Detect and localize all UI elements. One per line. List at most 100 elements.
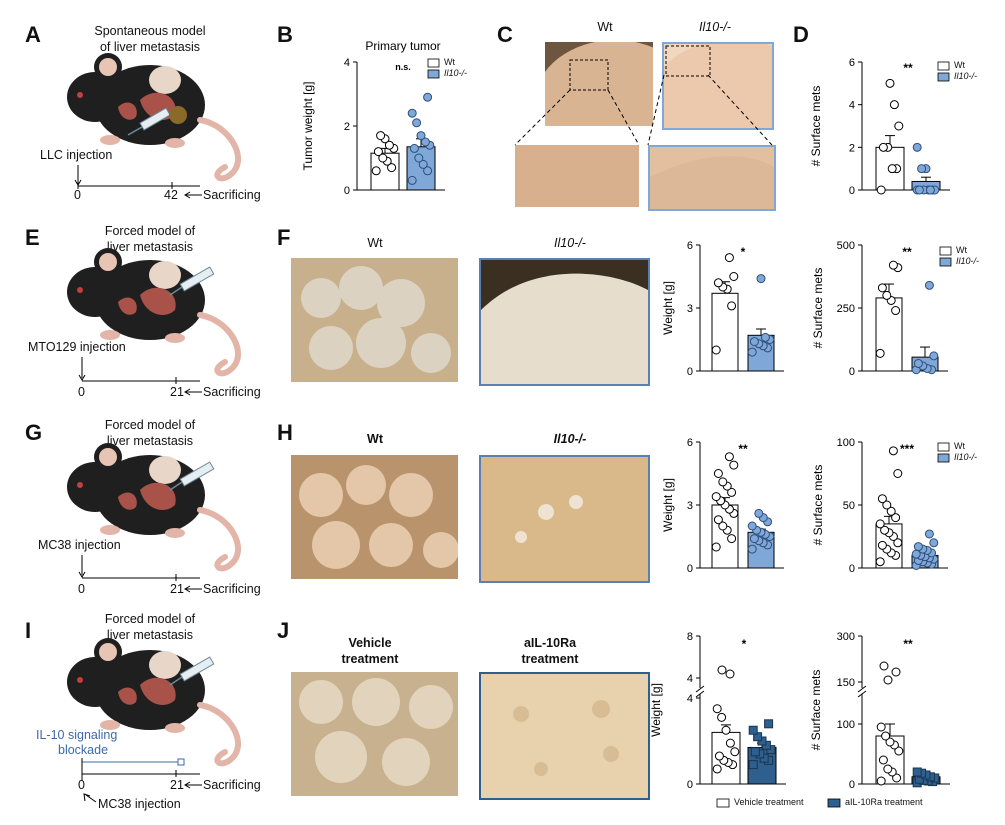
chart-h1-point [713,469,723,478]
chart-j2-axis-break [857,690,867,698]
chart-h2-ytick-label: 50 [843,500,855,512]
chart-h1-point [718,477,728,487]
timeline-g [78,555,202,593]
panel-letter-h: H [277,420,293,445]
chart-b-point [407,108,417,118]
chart-b-point [387,163,397,173]
scheme-i-end: Sacrificing [203,778,261,792]
chart-h1-ytick-label: 6 [687,437,693,449]
chart-b-point [412,118,422,128]
legend-j-vehicle-swatch [716,798,730,808]
photo-c-ko-label: Il10-/- [699,20,731,34]
chart-j2-point [876,722,886,732]
panel-letter-d: D [793,22,809,47]
syringe-icon [169,656,215,686]
chart-b-point [416,131,426,141]
photo-j-vehicle-label-2: treatment [341,652,399,666]
tumor-icon [169,106,187,124]
chart-j1-outlier-point [717,665,727,675]
scheme-e-t0: 0 [78,385,85,399]
legend-j-blockade-swatch [827,798,841,808]
chart-j1-point [750,747,760,757]
chart-f1-point [724,253,734,263]
chart-d-significance: ** [903,61,913,75]
chart-f2-significance: ** [902,245,912,259]
photo-h-ko-label: Il10-/- [553,432,587,446]
chart-h1-significance: ** [738,442,748,456]
chart-j1-point [712,704,722,714]
chart-b-point [407,175,417,185]
chart-j1-point [764,719,774,729]
chart-h2-point [877,494,887,504]
chart-j1-ylabel: Weight [g] [649,683,663,737]
chart-b-ylabel: Tumor weight [g] [301,82,315,171]
chart-j2-ytick-label: 300 [837,631,855,643]
chart-j1-ytick-label: 8 [687,631,693,643]
legend-f-wt-swatch [939,246,952,256]
panel-letter-e: E [25,225,40,250]
chart-b-point [371,166,381,176]
legend-h-wt-swatch [937,442,950,452]
scheme-g-end: Sacrificing [203,582,261,596]
chart-j1-ytick-label: 0 [687,779,693,791]
legend-b-wt-swatch [427,58,440,68]
chart-h1-point [711,492,721,502]
chart-j1-significance: * [742,637,747,651]
chart-j1-ytick-label: 4 [687,693,693,705]
chart-h2-point [886,506,896,516]
legend-d-wt: Wt [954,60,965,70]
chart-h2-ytick-label: 0 [849,563,855,575]
photo-f-ko-label: Il10-/- [554,236,586,250]
chart-j2-outlier-point [879,661,889,671]
chart-b-point [423,166,433,176]
photo-c-ko [662,42,774,130]
chart-f2-ytick-label: 500 [837,240,855,252]
chart-j1-point [725,738,735,748]
chart-h2-point [875,519,885,529]
chart-b-point [409,143,419,153]
chart-h1-point [724,452,734,462]
scheme-i-title-1: Forced model of [104,612,196,626]
chart-h2-point [880,525,890,535]
chart-d-point [889,100,899,110]
chart-j1-point [730,747,740,757]
scheme-i-blockade-2: blockade [58,743,109,757]
syringe-icon [169,266,215,296]
chart-j2-ytick-label: 0 [849,779,855,791]
chart-h1-point [713,515,723,525]
photo-c-wt [545,42,653,126]
chart-f2-ytick-label: 250 [837,303,855,315]
chart-b-point [423,92,433,102]
chart-d-point [925,185,935,195]
syringe-icon [127,107,171,136]
chart-d-point [914,185,924,195]
chart-b-ytick-label: 4 [344,57,350,69]
photo-j-vehicle-label-1: Vehicle [348,636,392,650]
chart-d-ytick-label: 4 [849,100,855,112]
panel-letter-g: G [25,420,43,445]
photo-f-wt-label: Wt [367,236,383,250]
syringe-icon [169,461,215,491]
scheme-g-title-1: Forced model of [104,418,196,432]
chart-h1-point [747,544,757,554]
legend-h-ko-swatch [937,453,950,463]
chart-d-point [894,121,904,131]
chart-h2-point [924,529,934,539]
chart-f2-point [888,260,898,270]
chart-j2-point [878,755,888,765]
panel-letter-f: F [277,225,291,250]
chart-f1-point [756,274,766,284]
chart-f1-point [749,337,759,347]
photo-c-wt-label: Wt [597,20,613,34]
photo-j-vehicle [291,672,458,796]
chart-b-title: Primary tumor [365,39,440,53]
chart-b-point [376,131,386,141]
chart-h1-point [711,542,721,552]
scheme-e-tend: 21 [170,385,184,399]
photo-c-wt-zoom [515,145,639,207]
chart-h1-point [747,521,757,531]
chart-b-point [420,137,430,147]
